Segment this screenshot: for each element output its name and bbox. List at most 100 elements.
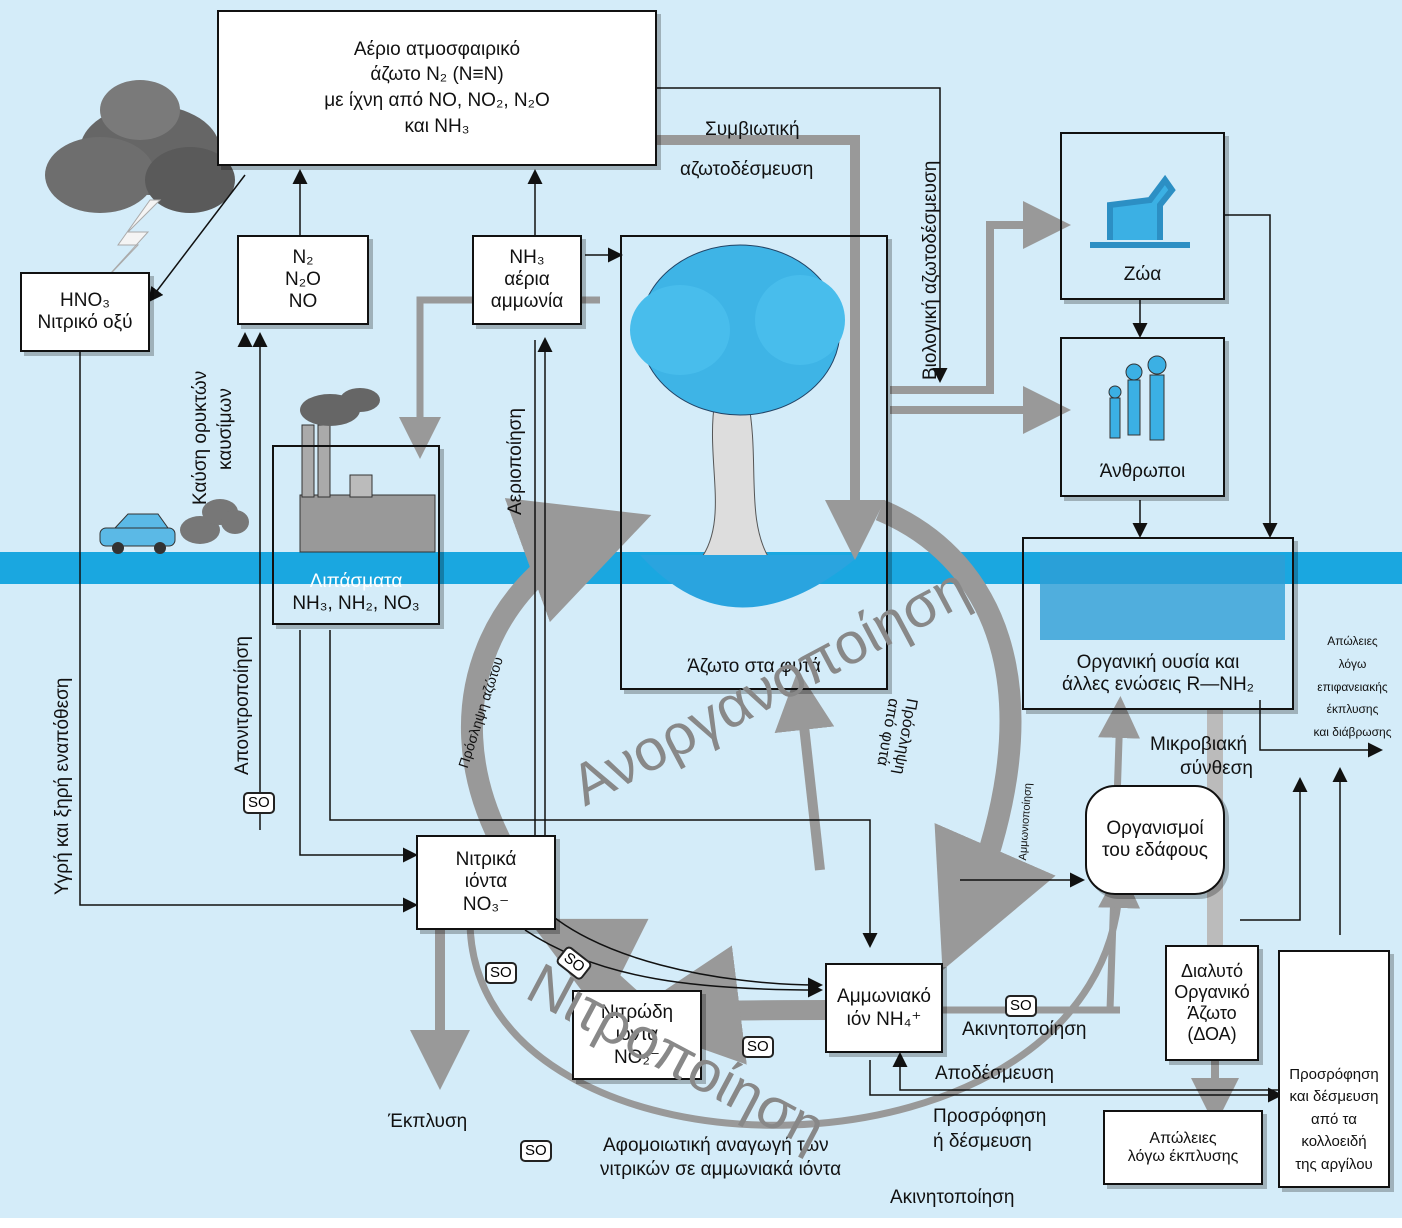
leach-loss-line-1: Απώλειες — [1149, 1129, 1217, 1147]
soil-org-line-2: του εδάφους — [1102, 840, 1208, 861]
immobilization-label-2: Ακινητοποίηση — [890, 1187, 1015, 1208]
ammonium-uptake-arrow — [774, 670, 835, 871]
hno3-name: Νιτρικό οξύ — [37, 312, 133, 333]
soil-organisms-box: Οργανισμοί του εδάφους — [1085, 785, 1225, 895]
surface-loss-line-3: επιφανειακής — [1317, 679, 1388, 694]
don-box: Διαλυτό Οργανικό Άζωτο (ΔΟΑ) — [1165, 945, 1259, 1061]
atmosphere-line-2: άζωτο N₂ (N≡N) — [370, 64, 504, 86]
atmosphere-line-1: Αέριο ατμοσφαιρικό — [353, 38, 521, 60]
ammonia-line-2: αέρια — [504, 269, 550, 290]
humans-box: Άνθρωποι — [1060, 337, 1225, 497]
microbial-label-1: Μικροβιακή — [1150, 734, 1248, 755]
fertilizer-formulas: NH₃, NH₂, NO₃ — [292, 593, 420, 614]
factory-icon — [299, 388, 436, 553]
adsorption-label-2: ή δέσμευση — [933, 1131, 1032, 1152]
plants-label: Άζωτο στα φυτά — [687, 656, 821, 677]
atmosphere-line-3: με ίχνη από NO, NO₂, N₂O — [324, 90, 550, 111]
storm-cloud-icon — [45, 80, 235, 213]
clay-colloids-box: Προσρόφηση και δέσμευση από τα κολλοειδή… — [1278, 950, 1390, 1188]
nitrate-formula: NO₃⁻ — [462, 894, 510, 915]
volatilization-label: Αεριοποίηση — [505, 408, 526, 515]
ammonium-line-1: Αμμωνιακό — [837, 985, 931, 1007]
ammonium-line-2: ιόν NH₄⁺ — [846, 1008, 922, 1030]
n2-label: N₂ — [292, 247, 314, 268]
don-line-3: Άζωτο — [1187, 1003, 1237, 1023]
ammonium-box: Αμμωνιακό ιόν NH₄⁺ — [825, 963, 943, 1053]
surface-loss-line-1: Απώλειες — [1327, 634, 1378, 648]
symbiotic-arrow — [655, 135, 885, 560]
plants-to-animals-arrow — [890, 201, 1071, 394]
surface-loss-label: Απώλειες λόγω επιφανειακής έκπλυσης και … — [1305, 630, 1400, 744]
nitrite-formula: NO₂⁻ — [614, 1046, 660, 1068]
so-badge: SO — [520, 1140, 552, 1162]
nitrite-box: Νιτρώδη ιόντα NO₂⁻ — [572, 990, 702, 1080]
lightning-icon — [99, 199, 162, 286]
deer-icon — [1090, 174, 1190, 248]
car-icon — [99, 513, 176, 554]
animals-box: Ζώα — [1060, 132, 1225, 300]
ammonia-gas-box: NH₃ αέρια αμμωνία — [472, 235, 582, 325]
tree-icon — [630, 244, 860, 608]
animals-label: Ζώα — [1123, 264, 1162, 285]
symbiotic-label-1: Συμβιωτική — [705, 119, 800, 140]
leaching-loss-box: Απώλειες λόγω έκπλυσης — [1103, 1110, 1263, 1185]
atmospheric-nitrogen-box: Αέριο ατμοσφαιρικό άζωτο N₂ (N≡N) με ίχν… — [217, 10, 657, 166]
symbiotic-label-2: αζωτοδέσμευση — [680, 159, 814, 180]
organic-matter-texture — [1040, 555, 1285, 640]
combustion-label-2: καυσίμων — [215, 388, 236, 470]
denitrification-label: Απονιτροποίηση — [232, 636, 253, 775]
atmosphere-line-4: και NH₃ — [404, 115, 470, 137]
people-icon — [1108, 355, 1167, 441]
biological-fixation-label: Βιολογική αζωτοδέσμευση — [920, 160, 941, 380]
organic-matter-box: Οργανική ουσία και άλλες ενώσεις R—NH₂ — [1022, 537, 1294, 710]
assimilatory-label-2: νιτρικών σε αμμωνιακά ιόντα — [600, 1159, 842, 1180]
nitrate-box: Νιτρικά ιόντα NO₃⁻ — [416, 835, 556, 930]
nitrate-line-1: Νιτρικά — [455, 849, 517, 870]
exhaust-smoke-icon — [180, 499, 249, 544]
soil-org-line-1: Οργανισμοί — [1106, 818, 1204, 839]
no-label: NO — [288, 291, 318, 312]
organic-line-1: Οργανική ουσία και — [1076, 652, 1240, 673]
surface-loss-line-2: λόγω — [1338, 656, 1367, 671]
ammonia-line-3: αμμωνία — [490, 291, 564, 312]
clay-line-1: Προσρόφηση — [1289, 1065, 1379, 1083]
microbial-label-2: σύνθεση — [1180, 758, 1253, 779]
uptake-arrow — [460, 498, 652, 845]
clay-line-3: από τα — [1311, 1110, 1357, 1128]
nh3-label: NH₃ — [509, 247, 545, 268]
clay-line-2: και δέσμευση — [1289, 1088, 1379, 1105]
leach-loss-line-2: λόγω έκπλυσης — [1127, 1147, 1239, 1165]
adsorption-label-1: Προσρόφηση — [933, 1106, 1047, 1127]
clay-line-5: της αργίλου — [1295, 1155, 1373, 1173]
so-badge: SO — [1005, 995, 1037, 1017]
so-badge: SO — [742, 1036, 774, 1058]
assimilatory-label-1: Αφομοιωτική αναγωγή των — [603, 1135, 829, 1156]
fertilizer-box: Λιπάσματα NH₃, NH₂, NO₃ — [272, 445, 440, 625]
nitrate-line-2: ιόντα — [464, 871, 508, 892]
don-line-4: (ΔΟΑ) — [1187, 1024, 1237, 1044]
organic-line-2: άλλες ενώσεις R—NH₂ — [1061, 674, 1255, 695]
humans-label: Άνθρωποι — [1099, 461, 1186, 482]
combustion-label-1: Καύση ορυκτών — [190, 370, 211, 505]
fertilizer-title: Λιπάσματα — [309, 571, 403, 592]
release-label: Αποδέσμευση — [935, 1063, 1054, 1084]
so-badge: SO — [243, 792, 275, 814]
nitric-acid-box: HNO₃ Νιτρικό οξύ — [20, 272, 150, 352]
clay-line-4: κολλοειδή — [1301, 1133, 1367, 1150]
plants-box: Άζωτο στα φυτά — [620, 235, 888, 690]
mineralization-arrow — [875, 499, 1056, 971]
surface-loss-line-4: έκπλυσης — [1326, 702, 1379, 717]
don-line-1: Διαλυτό — [1181, 961, 1243, 981]
deposition-label: Υγρή και ξηρή εναπόθεση — [52, 677, 73, 895]
don-line-2: Οργανικό — [1174, 982, 1250, 1002]
so-badge: SO — [485, 962, 517, 984]
nitrogen-gases-box: N₂ N₂O NO — [237, 235, 369, 325]
hno3-formula: HNO₃ — [60, 290, 110, 311]
n2o-label: N₂O — [285, 269, 321, 290]
nitrite-line-2: ιόντα — [615, 1023, 659, 1045]
leaching-label: Έκπλυση — [388, 1111, 468, 1132]
surface-loss-line-5: και διάβρωσης — [1313, 725, 1392, 740]
nitrite-line-1: Νιτρώδη — [600, 1001, 674, 1023]
